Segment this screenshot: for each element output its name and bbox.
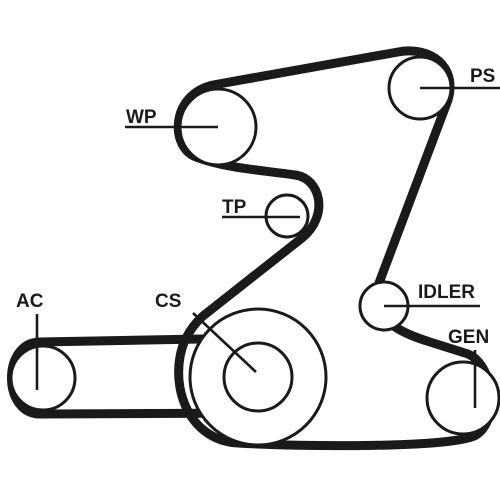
ps-label: PS: [470, 66, 495, 87]
ac-label: AC: [16, 291, 44, 312]
ac-pulley: [9, 344, 77, 412]
wp-label: WP: [126, 107, 157, 128]
tp-label: TP: [222, 197, 247, 218]
cs-inner-pulley: [222, 341, 294, 413]
gen-label: GEN: [448, 327, 489, 348]
cs-label: CS: [155, 291, 181, 312]
cs-leader-line: [192, 312, 257, 373]
idler-label: IDLER: [418, 282, 475, 303]
gen-pulley: [425, 360, 500, 436]
